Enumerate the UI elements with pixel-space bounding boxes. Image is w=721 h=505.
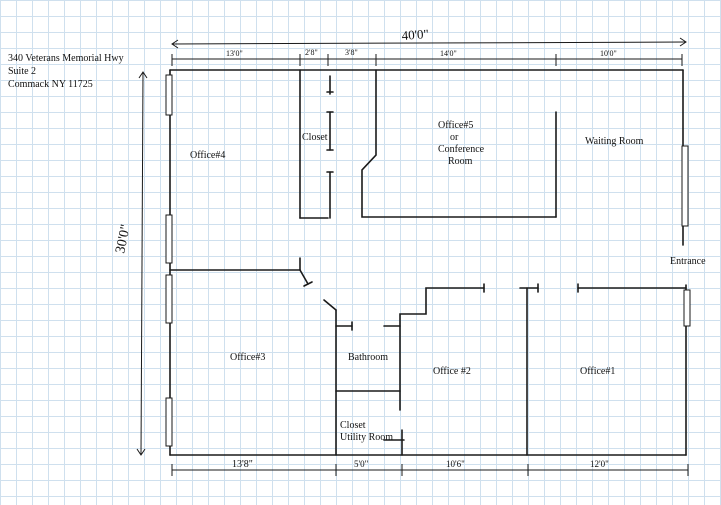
interior-walls (169, 69, 687, 456)
windows (165, 74, 691, 447)
window-office4-lower (165, 214, 173, 264)
window-office4-upper (165, 74, 173, 116)
dim-top-1: 13'0" (226, 49, 243, 58)
label-closet: Closet (302, 132, 328, 143)
window-office3-lower (165, 397, 173, 447)
dim-top-3: 3'8" (345, 48, 358, 57)
label-bathroom: Bathroom (348, 352, 388, 363)
label-office5-line3: Conference (438, 144, 485, 155)
label-waiting-room: Waiting Room (585, 136, 644, 147)
label-entrance: Entrance (670, 256, 706, 267)
window-office1 (683, 289, 691, 327)
label-office2: Office #2 (433, 366, 471, 377)
label-office1: Office#1 (580, 366, 615, 377)
label-office5-line2: or (450, 132, 459, 143)
window-waiting-room (681, 145, 689, 227)
label-office4: Office#4 (190, 150, 225, 161)
address-block: 340 Veterans Memorial Hwy Suite 2 Commac… (8, 52, 124, 91)
dim-bottom-2: 5'0" (354, 459, 369, 469)
label-office5-line1: Office#5 (438, 120, 473, 131)
label-office5-line4: Room (448, 156, 473, 167)
label-utility-line1: Closet (340, 420, 366, 431)
label-office3: Office#3 (230, 352, 265, 363)
overall-width-label: 40'0" (401, 26, 429, 43)
overall-width-dimension: 40'0" (171, 26, 687, 49)
overall-depth-label: 30'0" (113, 223, 134, 255)
address-line-city: Commack NY 11725 (8, 79, 93, 90)
dim-top-2: 2'8" (305, 48, 318, 57)
top-segment-dimensions: 13'0" 2'8" 3'8" 14'0" 10'0" (171, 48, 683, 66)
window-office3-upper (165, 274, 173, 324)
dim-top-5: 10'0" (600, 49, 617, 58)
bottom-segment-dimensions: 13'8" 5'0" 10'6" 12'0" (171, 459, 689, 476)
label-utility-line2: Utility Room (340, 432, 393, 443)
overall-depth-dimension: 30'0" (113, 71, 148, 456)
address-line-suite: Suite 2 (8, 66, 37, 77)
exterior-walls (169, 69, 687, 456)
address-line-street: 340 Veterans Memorial Hwy (8, 53, 124, 64)
dim-top-4: 14'0" (440, 49, 457, 58)
dim-bottom-3: 10'6" (446, 459, 465, 469)
dim-bottom-4: 12'0" (590, 459, 609, 469)
dim-bottom-1: 13'8" (232, 459, 253, 470)
room-labels: Office#4 Closet Office#5 or Conference R… (190, 120, 706, 443)
